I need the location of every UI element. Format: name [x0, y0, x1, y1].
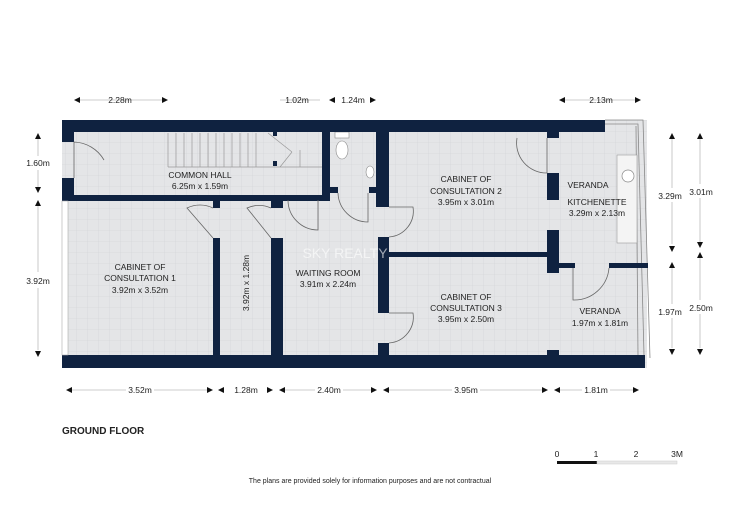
dimension-label: 1.24m [341, 95, 365, 105]
room-name-line1: CABINET OF [441, 174, 492, 184]
cabinet1-door[interactable] [186, 204, 214, 239]
dimension-label: 3.92m [26, 276, 50, 286]
floor-area [62, 120, 647, 368]
room-size: 3.95m x 3.01m [438, 197, 494, 207]
dimension-label: 2.40m [317, 385, 341, 395]
room-name-line2: CONSULTATION 2 [430, 186, 502, 196]
dimension-label: 2.50m [689, 303, 713, 313]
dimension-label: 3.95m [454, 385, 478, 395]
dimension-label: 1.60m [26, 158, 50, 168]
scale-label: 3M [671, 449, 683, 459]
doors[interactable] [73, 137, 610, 344]
disclaimer: The plans are provided solely for inform… [249, 478, 492, 485]
cabinet3-door[interactable] [388, 312, 414, 344]
kitchen-counter [616, 154, 638, 244]
left-dimensions: 1.60m 3.92m [26, 133, 50, 357]
room-cabinet-2: CABINET OF CONSULTATION 2 3.95m x 3.01m [430, 174, 502, 207]
staircase [167, 132, 322, 168]
scale-label: 2 [634, 449, 639, 459]
floor-title: GROUND FLOOR [62, 426, 145, 437]
dimension-label: 3.01m [689, 187, 713, 197]
window [61, 200, 69, 356]
dimension-label: 3.52m [128, 385, 152, 395]
corridor-door[interactable] [246, 205, 272, 239]
veranda-door[interactable] [572, 267, 610, 301]
walls [62, 120, 648, 368]
dimension-label: 1.97m [658, 307, 682, 317]
room-name-line2: CONSULTATION 3 [430, 303, 502, 313]
top-dimensions: 2.28m 1.02m 1.24m 2.13m [74, 95, 641, 105]
dimension-label: 3.29m [658, 191, 682, 201]
dimension-label: 2.13m [589, 95, 613, 105]
sink-icon [621, 169, 635, 183]
room-size: 6.25m x 1.59m [172, 181, 228, 191]
kitchenette-door[interactable] [516, 137, 548, 174]
corridor-size: 3.92m x 1.28m [241, 255, 251, 311]
dimension-label: 2.28m [108, 95, 132, 105]
room-size: 3.95m x 2.50m [438, 314, 494, 324]
room-cabinet-3: CABINET OF CONSULTATION 3 3.95m x 2.50m [430, 292, 502, 324]
room-name-line2: CONSULTATION 1 [104, 273, 176, 283]
room-size: 3.92m x 3.52m [112, 285, 168, 295]
room-size: 1.97m x 1.81m [572, 318, 628, 328]
room-common-hall: COMMON HALL 6.25m x 1.59m [168, 170, 232, 191]
dimension-label: 1.28m [234, 385, 258, 395]
room-name-line2: KITCHENETTE [567, 197, 626, 207]
room-name: COMMON HALL [168, 170, 232, 180]
dimension-label: 1.02m [285, 95, 309, 105]
room-waiting: WAITING ROOM 3.91m x 2.24m [296, 268, 361, 289]
watermark: SKY REALTY [302, 245, 388, 261]
room-veranda: VERANDA 1.97m x 1.81m [572, 306, 628, 328]
cabinet2-door[interactable] [388, 206, 414, 238]
room-name-line1: VERANDA [567, 180, 608, 190]
hall-door[interactable] [287, 199, 319, 231]
scale-label: 0 [555, 449, 560, 459]
room-kitchenette: VERANDA KITCHENETTE 3.29m x 2.13m [567, 180, 626, 218]
room-name: VERANDA [579, 306, 620, 316]
room-size: 3.29m x 2.13m [569, 208, 625, 218]
dimension-label: 1.81m [584, 385, 608, 395]
bathroom-door[interactable] [337, 192, 369, 223]
room-name-line1: CABINET OF [441, 292, 492, 302]
scale-bar: 0 1 2 3M [555, 449, 683, 465]
room-cabinet-1: CABINET OF CONSULTATION 1 3.92m x 3.52m [104, 262, 176, 295]
room-name: WAITING ROOM [296, 268, 361, 278]
entrance-door[interactable] [73, 141, 105, 178]
room-name-line1: CABINET OF [115, 262, 166, 272]
scale-label: 1 [594, 449, 599, 459]
bottom-dimensions: 3.52m 1.28m 2.40m 3.95m 1.81m [66, 384, 639, 395]
room-size: 3.91m x 2.24m [300, 279, 356, 289]
right-dimensions: 3.29m 3.01m 1.97m 2.50m [658, 133, 713, 355]
